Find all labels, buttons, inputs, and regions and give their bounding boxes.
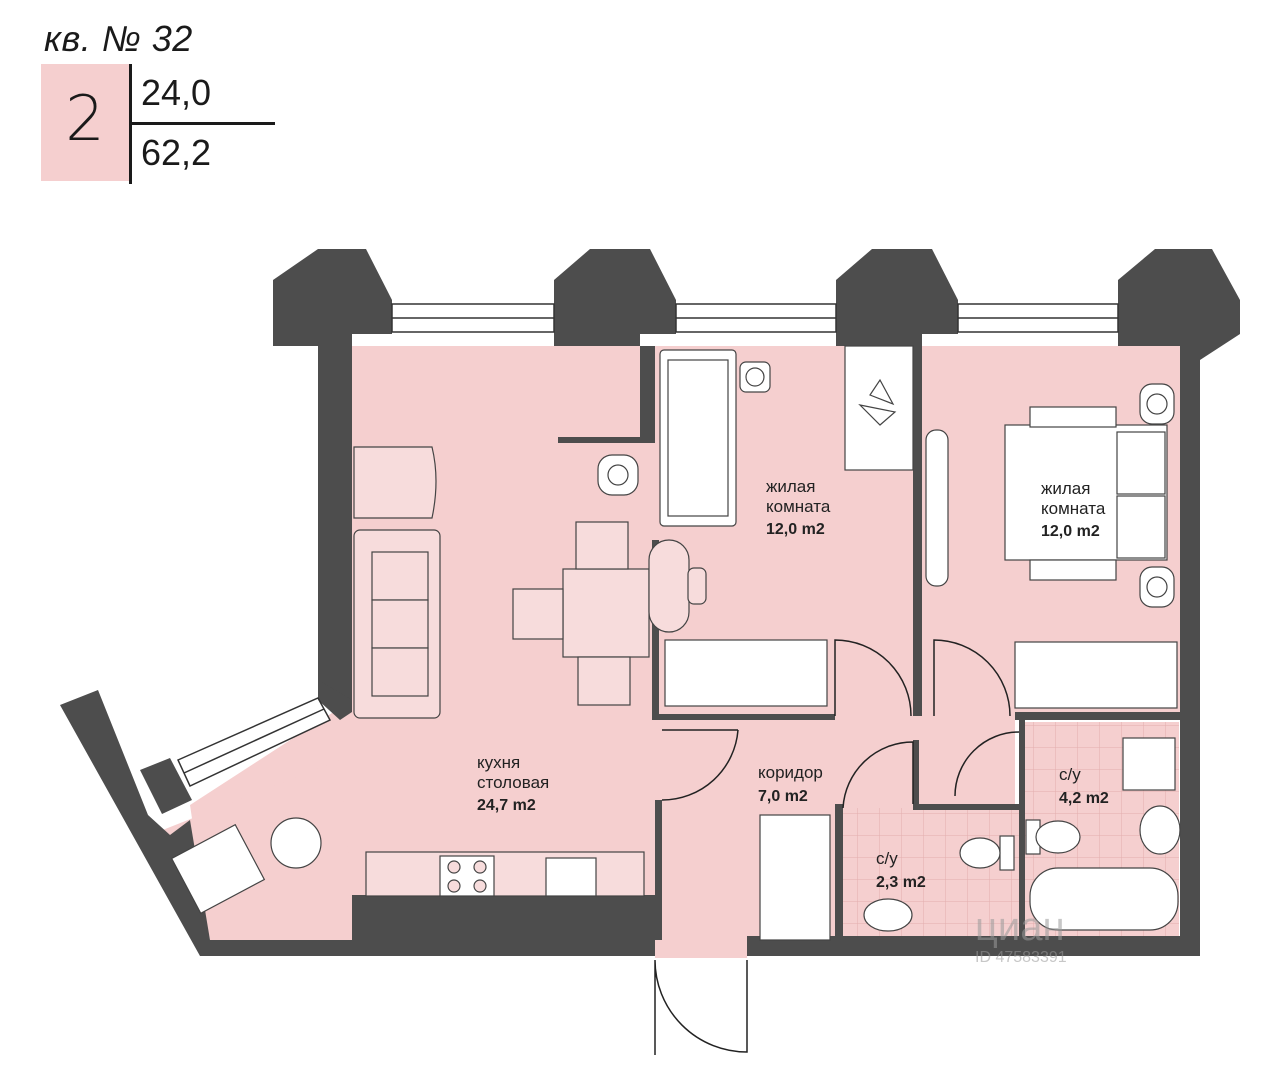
kitchen-area: 24,7 m2: [477, 797, 536, 814]
radiator-bed1: [664, 639, 828, 707]
corridor-door-floor: [655, 940, 747, 958]
wall-kitchen-stub: [558, 437, 655, 443]
door-kitchen: [661, 729, 739, 801]
total-area: 62,2: [141, 132, 212, 173]
header-divider-horizontal: [131, 122, 275, 125]
washing-machine: [1122, 737, 1176, 791]
pillar-2: [554, 249, 676, 346]
wall-left: [318, 340, 352, 700]
armchair: [170, 823, 266, 915]
wall-corridor-bath: [835, 804, 843, 936]
bathtub: [1029, 867, 1179, 931]
door-bed2: [933, 639, 1011, 717]
bedroom2-label-2: комната: [1041, 499, 1106, 518]
kitchen-label-1: кухня: [477, 753, 520, 772]
round-table: [270, 817, 322, 869]
watermark: циан ID 47583391: [975, 905, 1067, 966]
bedroom2-label-1: жилая: [1041, 479, 1090, 498]
wall-kitchen-bed1-lower: [652, 540, 659, 720]
corridor-area: 7,0 m2: [758, 788, 808, 805]
vent-symbols: [597, 361, 1175, 608]
wall-kitchen-corridor: [655, 800, 662, 940]
corridor-label: коридор: [758, 763, 823, 782]
kitchen-label-2: столовая: [477, 773, 549, 792]
door-bed1: [834, 639, 912, 717]
bedroom1-label-2: комната: [766, 497, 831, 516]
windows: [176, 303, 1119, 788]
wardrobe-corridor: [759, 814, 831, 941]
rooms-count-box: 2: [41, 64, 129, 181]
door-bath-large: [954, 731, 1020, 797]
living-area: 24,0: [141, 72, 212, 113]
bedroom2-area: 12,0 m2: [1041, 523, 1100, 540]
door-entrance: [654, 959, 748, 1055]
wall-bath-divider: [1019, 715, 1025, 936]
toilet-small: [999, 835, 1015, 871]
kitchen-cabinet: [353, 446, 437, 519]
wall-bottom-mid: [352, 895, 655, 940]
kitchen-counter: [365, 851, 645, 897]
pillar-3: [836, 249, 958, 346]
rooms-count: 2: [65, 82, 105, 155]
apartment-title: кв. № 32: [44, 18, 193, 59]
door-bath-small: [842, 741, 914, 809]
bath-small-area: 2,3 m2: [876, 874, 926, 891]
room-labels: кухня столовая 24,7 m2 жилая комната 12,…: [477, 477, 1109, 891]
wall-bed1-bottom: [655, 714, 835, 720]
doors: [654, 639, 1020, 1055]
wall-bottom-right: [747, 936, 1200, 956]
walls: [60, 249, 1240, 956]
pillar-1: [273, 249, 392, 346]
bath-small-label: с/у: [876, 849, 898, 868]
wall-right: [1180, 346, 1200, 956]
mirror-stand: [925, 429, 949, 587]
watermark-id: ID 47583391: [975, 949, 1067, 966]
sink-small: [863, 898, 913, 932]
bath-large-label: с/у: [1059, 765, 1081, 784]
wall-kitchen-bed1: [640, 346, 655, 441]
sink-large: [1139, 805, 1181, 855]
bedroom1-area: 12,0 m2: [766, 521, 825, 538]
apartment-header: кв. № 32 2 24,0 62,2: [0, 0, 320, 200]
wall-bed2-bottom: [1015, 712, 1180, 720]
wardrobe-bed1: [844, 345, 914, 471]
stove: [439, 855, 495, 897]
watermark-brand: циан: [975, 905, 1065, 949]
bath-large-area: 4,2 m2: [1059, 790, 1109, 807]
kitchen-sink: [545, 857, 597, 897]
window-bay: [176, 697, 332, 788]
wall-bath-top: [913, 804, 1019, 810]
header-divider-vertical: [129, 64, 132, 184]
radiator-bed2: [1014, 641, 1178, 709]
wall-left-bay: [318, 680, 352, 720]
wall-bed1-bed2: [913, 346, 922, 716]
bedroom1-label-1: жилая: [766, 477, 815, 496]
furniture: [170, 345, 1181, 941]
balcony-block: [140, 758, 192, 814]
wall-bath-divider-top: [913, 740, 919, 806]
pillar-4: [1118, 249, 1240, 360]
dining-table: [562, 568, 650, 658]
